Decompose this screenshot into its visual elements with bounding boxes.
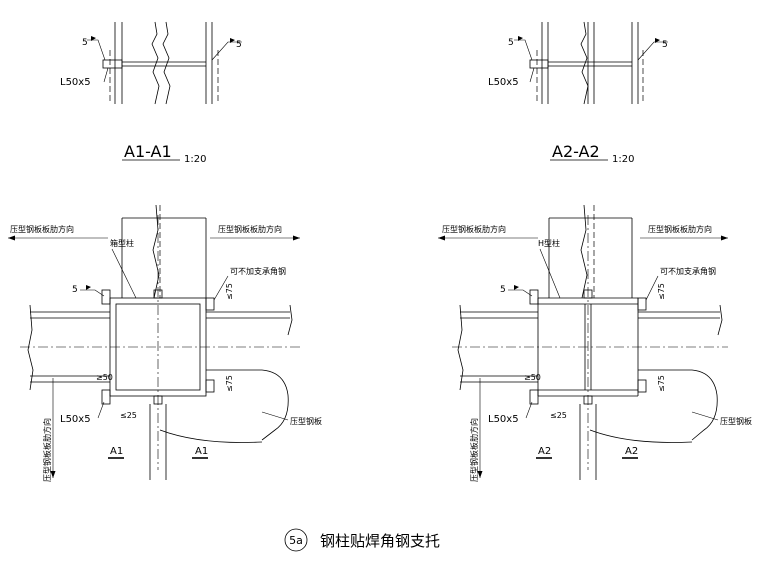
column-label: 箱型柱 — [110, 238, 134, 248]
dim-75-top: ≤75 — [225, 283, 234, 300]
weld-leader-right — [637, 41, 668, 61]
section-title: A1-A1 — [124, 142, 172, 161]
angle-label: L50x5 — [488, 77, 519, 88]
plan-left: 压型钢板板肋方向 压型钢板板肋方向 压型钢板板肋方向 箱型柱 — [8, 204, 322, 482]
rib-direction-left: 压型钢板板肋方向 — [442, 224, 506, 234]
weld-size-right: 5 — [662, 40, 668, 50]
weld-leader-left — [87, 39, 106, 61]
angle-note: 可不加支承角钢 — [660, 266, 716, 276]
dim-25: ≤25 — [120, 411, 137, 420]
weld-flag-right — [230, 38, 235, 43]
angle-support — [102, 59, 123, 69]
deck-label: 压型钢板 — [720, 416, 752, 426]
cut-marker-right: A2 — [625, 446, 638, 457]
beam-left — [460, 311, 538, 383]
hidden-lines — [109, 50, 219, 104]
web-plate — [122, 61, 206, 67]
weld-flag-right — [655, 38, 660, 43]
left-flange — [114, 22, 123, 104]
weld-leader-right — [211, 41, 242, 61]
weld-size-right: 5 — [236, 40, 242, 50]
break-line-upper — [152, 204, 160, 299]
rib-direction-right: 压型钢板板肋方向 — [648, 224, 712, 234]
centerlines — [20, 215, 300, 470]
column-below — [149, 404, 167, 480]
weld-size-left: 5 — [508, 38, 514, 48]
drawing-title: 钢柱贴焊角钢支托 — [320, 532, 440, 550]
cut-marker-left: A1 — [110, 446, 123, 457]
angle-label: L50x5 — [60, 414, 91, 425]
beam-break-left — [27, 304, 34, 391]
angle-note: 可不加支承角钢 — [230, 266, 286, 276]
right-flange — [631, 22, 639, 104]
weld-size-left: 5 — [82, 38, 88, 48]
dim-75-bottom: ≤75 — [657, 375, 666, 392]
dim-50: ≥50 — [96, 373, 113, 382]
angle-label: L50x5 — [60, 77, 91, 88]
beam-right — [638, 311, 720, 319]
weld-size: 5 — [500, 285, 506, 295]
dim-75-bottom: ≤75 — [225, 375, 234, 392]
weld-flag-left — [518, 36, 523, 41]
section-scale: 1:20 — [184, 154, 206, 165]
section-a1: 5 5 L50x5 A1-A1 1:20 — [60, 21, 242, 165]
centerlines — [452, 215, 728, 470]
detail-number: 5a — [289, 534, 303, 547]
cut-marker-right: A1 — [195, 446, 208, 457]
dim-25: ≤25 — [550, 411, 567, 420]
beam-break-left — [457, 304, 464, 391]
column-web — [587, 22, 595, 104]
angle-support — [529, 59, 549, 69]
hidden-lines — [536, 50, 644, 104]
right-flange — [205, 22, 213, 104]
column-label: H型柱 — [538, 238, 560, 248]
section-scale: 1:20 — [612, 154, 634, 165]
rib-direction-left: 压型钢板板肋方向 — [10, 224, 74, 234]
deck-label: 压型钢板 — [290, 416, 322, 426]
deck-outline — [206, 369, 289, 441]
weld-flag-left — [91, 36, 96, 41]
angle-label: L50x5 — [488, 414, 519, 425]
angle-leader — [529, 67, 535, 83]
detail-title: 5a 钢柱贴焊角钢支托 — [284, 528, 440, 552]
weld-leader-left — [514, 39, 533, 61]
plan-right: 压型钢板板肋方向 压型钢板板肋方向 压型钢板板肋方向 H型柱 — [438, 204, 752, 482]
angle-leader — [103, 67, 109, 83]
break-line-upper — [580, 204, 588, 299]
rib-direction-vertical: 压型钢板板肋方向 — [42, 418, 52, 482]
cut-marker-left: A2 — [538, 446, 551, 457]
web-plate — [548, 61, 632, 67]
dim-75-top: ≤75 — [657, 283, 666, 300]
weld-size: 5 — [72, 285, 78, 295]
deck-outline — [638, 369, 718, 441]
section-a2: 5 5 L50x5 A2-A2 1:20 — [488, 21, 668, 165]
section-title: A2-A2 — [552, 142, 600, 161]
rib-direction-vertical: 压型钢板板肋方向 — [469, 418, 479, 482]
break-line-left — [151, 21, 160, 105]
column-below — [579, 404, 597, 480]
break-line — [580, 21, 589, 105]
column-above — [548, 217, 633, 298]
break-line-right — [162, 21, 171, 105]
left-flange — [541, 22, 549, 104]
beam-right — [206, 311, 290, 319]
detail-number-circle — [284, 528, 308, 552]
rib-direction-right: 压型钢板板肋方向 — [218, 224, 282, 234]
column-above — [121, 217, 207, 298]
dim-50: ≥50 — [524, 373, 541, 382]
beam-left — [30, 311, 110, 383]
